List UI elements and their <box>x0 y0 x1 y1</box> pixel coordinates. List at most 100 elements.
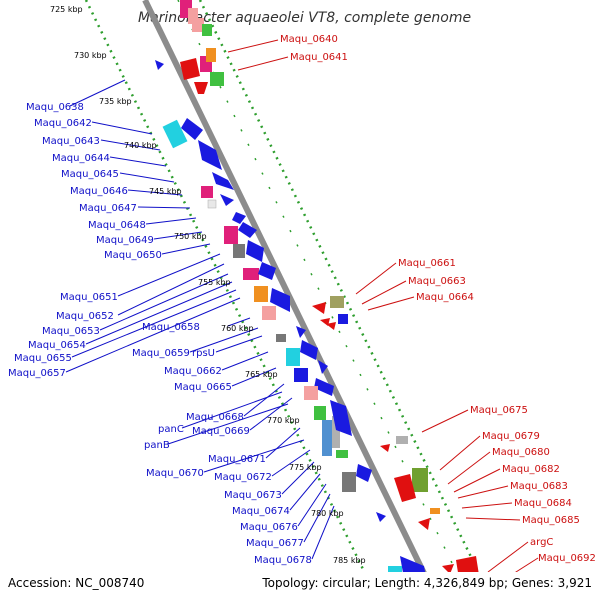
gene-label[interactable]: Maqu_0685 <box>522 515 580 526</box>
gene-label[interactable]: Maqu_0644 <box>52 153 110 164</box>
kbp-ticks: 725 kbp 730 kbp 735 kbp 740 kbp 745 kbp … <box>50 5 366 565</box>
gene-label[interactable]: rpsU <box>192 348 215 359</box>
gene-feature <box>210 72 224 86</box>
gene-label[interactable]: Maqu_0661 <box>398 258 456 269</box>
gene-feature <box>188 8 198 24</box>
gene-feature <box>338 314 348 324</box>
tick-label: 750 kbp <box>174 232 207 241</box>
gene-label[interactable]: Maqu_0655 <box>14 353 72 364</box>
gene-feature <box>318 360 328 374</box>
gene-feature <box>312 302 326 314</box>
gene-label[interactable]: Maqu_0658 <box>142 322 200 333</box>
gene-label[interactable]: Maqu_0680 <box>492 447 550 458</box>
gene-label[interactable]: Maqu_0651 <box>60 292 118 303</box>
gene-label[interactable]: Maqu_0650 <box>104 250 162 261</box>
gene-label[interactable]: Maqu_0674 <box>232 506 290 517</box>
gene-feature <box>322 420 332 456</box>
gene-label[interactable]: Maqu_0679 <box>482 431 540 442</box>
gene-feature <box>224 226 238 244</box>
gene-label[interactable]: Maqu_0684 <box>514 498 572 509</box>
gene-label[interactable]: Maqu_0670 <box>146 468 204 479</box>
gene-label[interactable]: Maqu_0664 <box>416 292 474 303</box>
gene-label[interactable]: Maqu_0672 <box>214 472 272 483</box>
gene-feature <box>206 48 216 62</box>
gene-label[interactable]: Maqu_0638 <box>26 102 84 113</box>
footer-background <box>0 572 600 600</box>
tick-label: 735 kbp <box>99 97 132 106</box>
gene-feature <box>270 288 290 312</box>
gene-label[interactable]: Maqu_0675 <box>470 405 528 416</box>
gene-feature <box>233 244 245 258</box>
gene-label[interactable]: panB <box>144 440 170 451</box>
gene-label[interactable]: Maqu_0652 <box>56 311 114 322</box>
gene-feature <box>326 322 336 330</box>
gene-label[interactable]: Maqu_0642 <box>34 118 92 129</box>
tick-label: 775 kbp <box>289 463 322 472</box>
gene-label[interactable]: Maqu_0646 <box>70 186 128 197</box>
gene-label[interactable]: Maqu_0659 <box>132 348 190 359</box>
forward-leaders <box>65 79 335 560</box>
gene-feature <box>314 378 334 396</box>
gene-feature <box>198 140 222 170</box>
gene-label[interactable]: Maqu_0669 <box>192 426 250 437</box>
gene-label[interactable]: Maqu_0668 <box>186 412 244 423</box>
gene-feature <box>376 512 386 522</box>
gene-feature <box>162 119 188 149</box>
gene-label[interactable]: Maqu_0677 <box>246 538 304 549</box>
gene-feature <box>412 468 428 492</box>
gene-label[interactable]: Maqu_0673 <box>224 490 282 501</box>
tick-label: 765 kbp <box>245 370 278 379</box>
gene-label[interactable]: Maqu_0653 <box>42 326 100 337</box>
gene-feature <box>180 58 200 80</box>
tick-label: 760 kbp <box>221 324 254 333</box>
tick-label: 785 kbp <box>333 556 366 565</box>
tick-label: 770 kbp <box>267 416 300 425</box>
gene-feature <box>243 268 259 280</box>
gene-label[interactable]: Maqu_0641 <box>290 52 348 63</box>
gene-feature <box>342 472 356 492</box>
gene-feature <box>396 436 408 444</box>
gene-label[interactable]: Maqu_0676 <box>240 522 298 533</box>
gene-label[interactable]: Maqu_0682 <box>502 464 560 475</box>
gene-label[interactable]: Maqu_0643 <box>42 136 100 147</box>
gene-label[interactable]: Maqu_0647 <box>79 203 137 214</box>
tick-label: 755 kbp <box>198 278 231 287</box>
gene-label[interactable]: argC <box>530 537 553 548</box>
gene-label[interactable]: Maqu_0663 <box>408 276 466 287</box>
gene-feature <box>300 340 318 360</box>
gene-feature <box>356 464 372 482</box>
gene-feature <box>212 172 234 190</box>
map-title: Marinobacter aquaeolei VT8, complete gen… <box>138 10 471 26</box>
gene-feature <box>246 240 264 262</box>
gene-label[interactable]: Maqu_0683 <box>510 481 568 492</box>
gene-feature <box>380 444 390 452</box>
gene-label[interactable]: panC <box>158 424 184 435</box>
gene-label[interactable]: Maqu_0662 <box>164 366 222 377</box>
gene-label[interactable]: Maqu_0648 <box>88 220 146 231</box>
gene-label[interactable]: Maqu_0649 <box>96 235 154 246</box>
gene-feature <box>294 368 308 382</box>
gene-label[interactable]: Maqu_0657 <box>8 368 66 379</box>
reverse-leaders <box>227 39 539 587</box>
gene-feature <box>220 194 234 206</box>
gene-feature <box>207 199 217 209</box>
gene-feature <box>430 508 440 514</box>
genome-backbone <box>142 0 440 600</box>
gene-label[interactable]: Maqu_0678 <box>254 555 312 566</box>
gene-feature <box>286 348 300 366</box>
gene-feature <box>276 334 286 342</box>
tick-label: 745 kbp <box>149 187 182 196</box>
gene-feature <box>336 450 348 458</box>
gene-label[interactable]: Maqu_0645 <box>61 169 119 180</box>
gene-label[interactable]: Maqu_0640 <box>280 34 338 45</box>
gene-feature <box>330 400 352 436</box>
gene-feature <box>258 262 276 280</box>
gene-feature <box>194 82 208 94</box>
gene-label[interactable]: Maqu_0654 <box>28 340 86 351</box>
gene-label[interactable]: Maqu_0692 <box>538 553 596 564</box>
tick-label: 730 kbp <box>74 51 107 60</box>
gene-feature <box>332 416 340 448</box>
gene-label[interactable]: Maqu_0665 <box>174 382 232 393</box>
gene-label[interactable]: Maqu_0671 <box>208 454 266 465</box>
